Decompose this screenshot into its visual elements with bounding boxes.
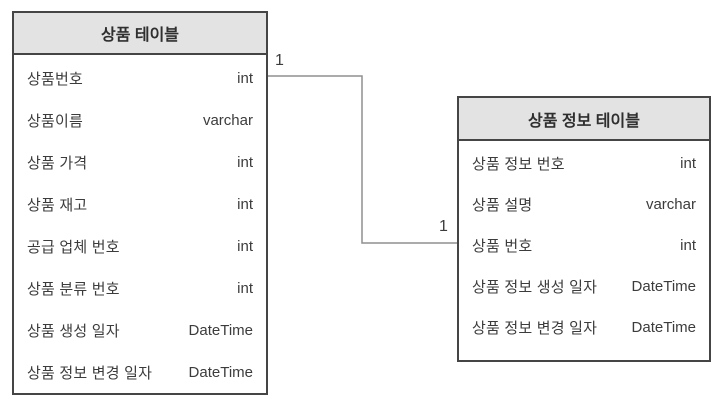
table-row: 공급 업체 번호 int [14,225,266,267]
column-name: 공급 업체 번호 [27,238,120,256]
table-title: 상품 정보 테이블 [459,98,709,141]
column-type: DateTime [631,278,696,295]
table-row: 상품 정보 생성 일자 DateTime [459,266,709,307]
table-row: 상품이름 varchar [14,99,266,141]
cardinality-label-left: 1 [275,52,284,69]
column-name: 상품 가격 [27,154,88,172]
column-type: int [680,155,696,172]
column-type: int [680,237,696,254]
column-type: varchar [645,196,696,213]
column-name: 상품번호 [27,70,84,88]
table-body: 상품번호 int 상품이름 varchar 상품 가격 int 상품 재고 in… [14,55,266,393]
table-title: 상품 테이블 [14,13,266,55]
column-name: 상품 정보 변경 일자 [472,320,598,337]
column-name: 상품 분류 번호 [27,280,120,298]
column-type: int [237,237,253,255]
column-type: DateTime [188,321,253,339]
table-row: 상품 분류 번호 int [14,267,266,309]
column-type: int [237,195,253,213]
table-row: 상품 재고 int [14,183,266,225]
column-type: DateTime [631,319,696,336]
column-name: 상품 정보 변경 일자 [27,364,153,382]
column-type: int [237,69,253,87]
column-name: 상품 정보 생성 일자 [472,279,598,296]
table-row: 상품 번호 int [459,225,709,266]
column-name: 상품 번호 [472,238,533,255]
column-name: 상품 재고 [27,196,88,214]
column-type: int [237,153,253,171]
cardinality-label-right: 1 [439,218,448,235]
table-row: 상품번호 int [14,57,266,99]
column-type: varchar [202,111,253,129]
table-row: 상품 정보 변경 일자 DateTime [14,351,266,393]
table-row: 상품 정보 번호 int [459,143,709,184]
table-row: 상품 정보 변경 일자 DateTime [459,307,709,348]
table-body: 상품 정보 번호 int 상품 설명 varchar 상품 번호 int 상품 … [459,141,709,360]
column-name: 상품 정보 번호 [472,156,565,173]
table-row: 상품 가격 int [14,141,266,183]
table-product: 상품 테이블 상품번호 int 상품이름 varchar 상품 가격 int 상… [12,11,268,395]
table-product-info: 상품 정보 테이블 상품 정보 번호 int 상품 설명 varchar 상품 … [457,96,711,362]
table-row: 상품 생성 일자 DateTime [14,309,266,351]
column-name: 상품 설명 [472,197,533,214]
column-type: int [237,279,253,297]
table-row: 상품 설명 varchar [459,184,709,225]
column-type: DateTime [188,363,253,381]
column-name: 상품 생성 일자 [27,322,120,340]
column-name: 상품이름 [27,112,84,130]
